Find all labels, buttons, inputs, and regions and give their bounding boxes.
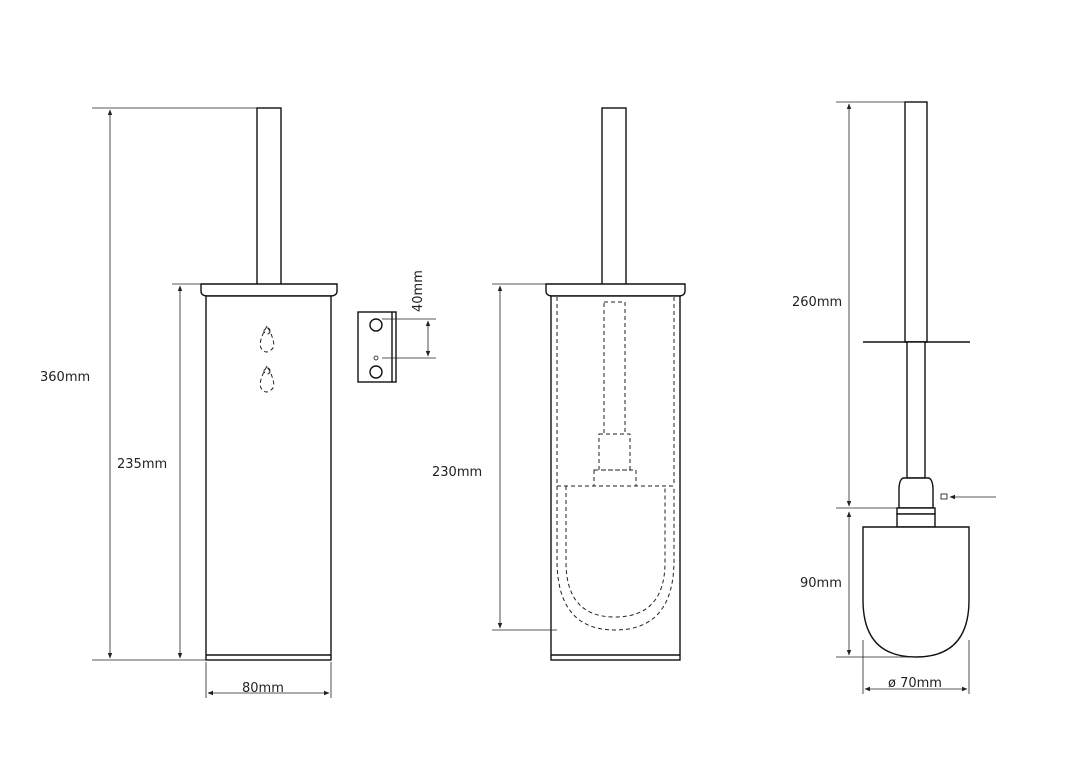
section-view: 230mm [432, 107, 686, 661]
bracket-hole-top [369, 318, 383, 332]
brush-ring-2 [896, 513, 936, 528]
section-body [550, 295, 681, 661]
label-inner-height: 230mm [432, 465, 482, 480]
front-body [205, 295, 332, 661]
label-bracket-spacing: 40mm [411, 270, 426, 312]
hidden-brush-inner [565, 486, 666, 618]
label-holder-height: 235mm [117, 457, 167, 472]
label-head-diameter: ø 70mm [888, 676, 942, 691]
brush-connector [898, 477, 934, 509]
section-lid [545, 283, 686, 297]
wall-bracket-detail: 40mm [357, 270, 436, 383]
brush-ring-1 [896, 507, 936, 515]
bracket-small-hole [373, 355, 379, 361]
keyhole-bottom-dot [263, 367, 271, 375]
keyhole-top [259, 324, 275, 353]
front-lid [200, 283, 338, 297]
label-head-height: 90mm [800, 576, 842, 591]
label-overall-height: 360mm [40, 370, 90, 385]
keyhole-bottom [259, 364, 275, 393]
label-handle-length: 260mm [792, 295, 842, 310]
bracket-plate [357, 311, 397, 383]
brush-marker [940, 493, 948, 500]
front-handle [256, 107, 282, 286]
section-handle [601, 107, 627, 286]
keyhole-top-dot [263, 327, 271, 335]
brush-handle-upper [904, 101, 928, 343]
brush-handle-lower [906, 341, 926, 479]
brush-view: 260mm 90mm ø 70mm [792, 101, 996, 694]
bracket-hole-bottom [369, 365, 383, 379]
hidden-brush-outer [556, 486, 675, 631]
brush-head [862, 526, 970, 658]
label-holder-width: 80mm [242, 681, 284, 696]
front-view: 360mm 235mm 80mm [40, 107, 338, 698]
